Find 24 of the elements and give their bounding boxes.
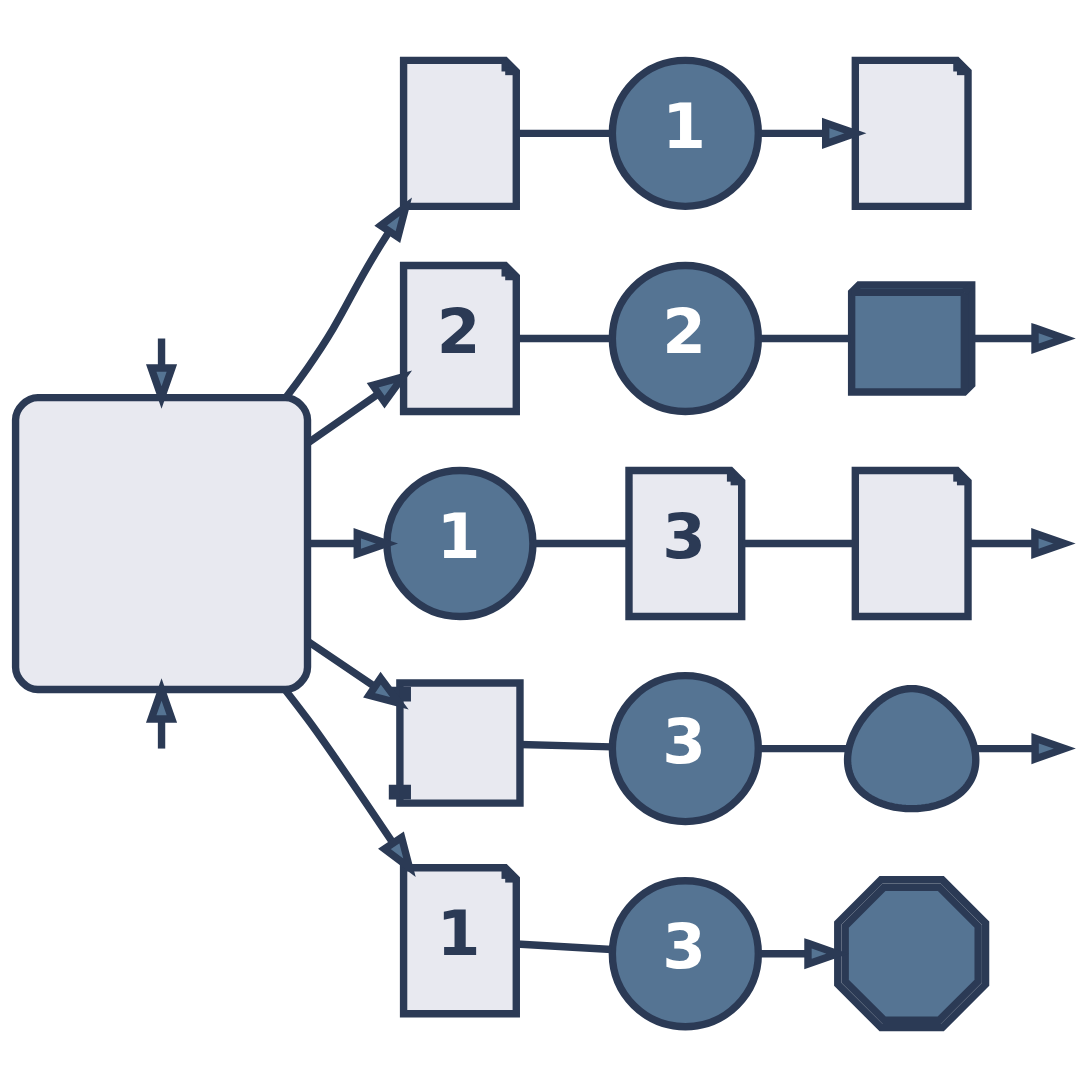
arrow xyxy=(758,117,867,149)
arrow xyxy=(308,528,398,560)
node-circle: 1 xyxy=(383,466,537,621)
connector xyxy=(516,129,612,138)
node-circle: 1 xyxy=(608,56,762,211)
connector xyxy=(742,539,855,548)
connector xyxy=(758,334,851,343)
node-box xyxy=(11,393,312,694)
connector xyxy=(516,334,612,343)
arrow xyxy=(968,528,1076,560)
node-circle: 3 xyxy=(608,877,762,1031)
node-document xyxy=(851,466,972,621)
arrow xyxy=(972,322,1076,354)
arrow xyxy=(282,687,416,877)
connector xyxy=(533,539,629,548)
node-person xyxy=(843,684,980,813)
connector xyxy=(516,940,612,954)
node-picture xyxy=(388,679,524,807)
arrow xyxy=(975,733,1076,765)
node-picture xyxy=(834,876,990,1032)
connector xyxy=(758,744,849,753)
node-circle: 3 xyxy=(608,671,762,826)
node-document xyxy=(851,56,972,211)
node-circle: 2 xyxy=(608,261,762,416)
